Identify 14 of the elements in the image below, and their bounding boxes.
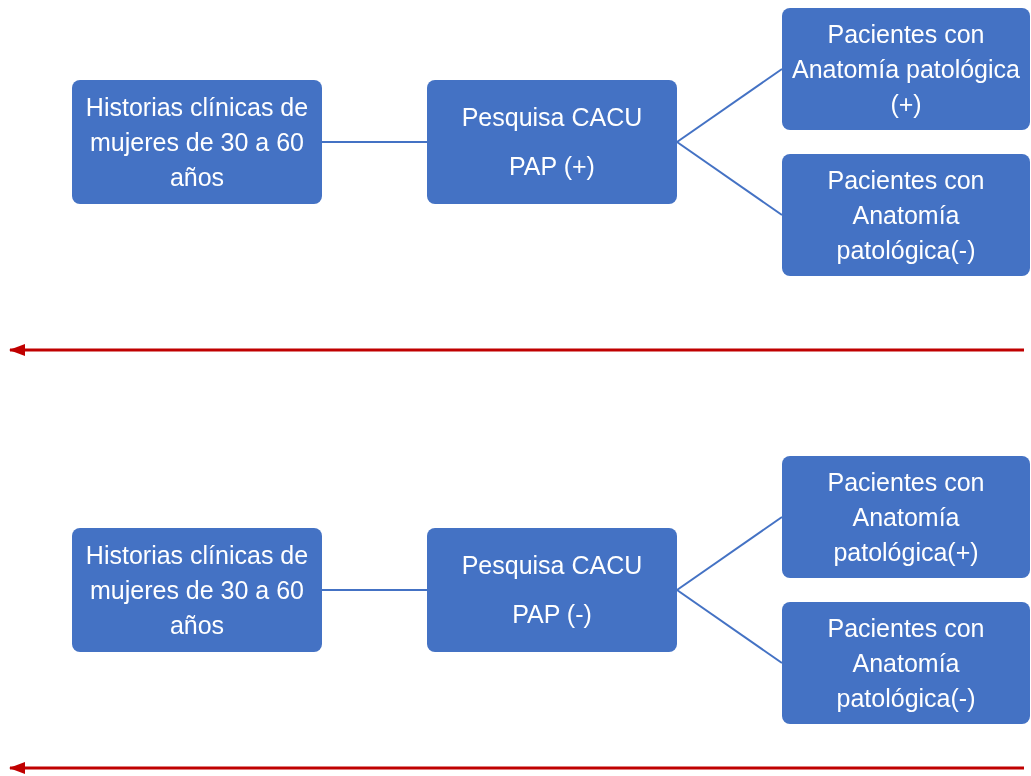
process-box: Pacientes con Anatomía patológica(-) <box>782 154 1030 276</box>
connector-line <box>321 141 428 143</box>
connector-line <box>676 589 783 664</box>
connector-line <box>676 516 783 591</box>
connector-line <box>676 68 783 143</box>
process-box: Pacientes con Anatomía patológica(-) <box>782 602 1030 724</box>
process-box: Pesquisa CACU PAP (-) <box>427 528 677 652</box>
connector-line <box>321 589 428 591</box>
process-box: Pesquisa CACU PAP (+) <box>427 80 677 204</box>
process-box: Pacientes con Anatomía patológica(+) <box>782 456 1030 578</box>
process-box: Historias clínicas de mujeres de 30 a 60 años <box>72 528 322 652</box>
process-box: Historias clínicas de mujeres de 30 a 60 años <box>72 80 322 204</box>
process-box: Pacientes con Anatomía patológica (+) <box>782 8 1030 130</box>
connector-line <box>676 141 783 216</box>
